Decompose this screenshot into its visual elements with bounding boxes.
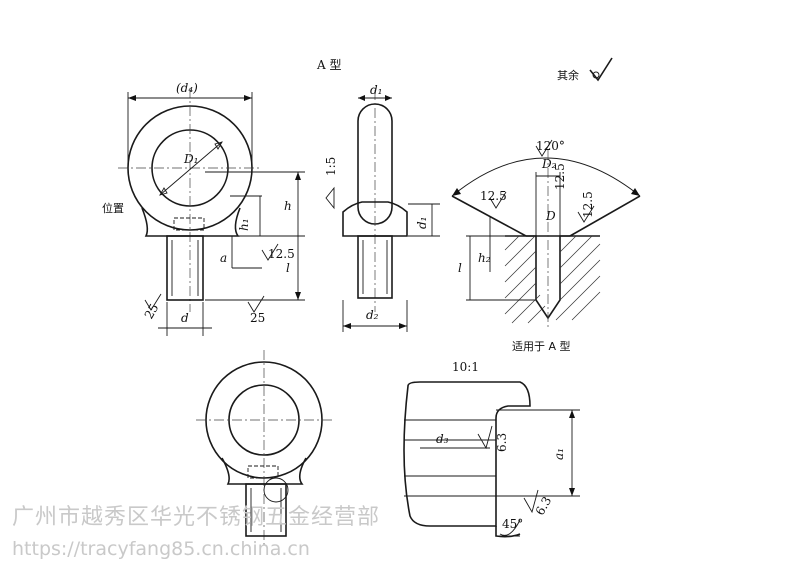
threaded-hole-section	[451, 139, 641, 330]
h1-label: h₁	[237, 218, 251, 231]
h2-label: h₂	[478, 251, 491, 265]
D2-label: D₂	[541, 157, 557, 171]
watermark-company: 广州市越秀区华光不锈钢五金经营部	[12, 505, 381, 530]
eyebolt-bottom-view	[196, 350, 334, 548]
roughness-6-3-a: 6.3	[495, 433, 509, 452]
d-label: d	[181, 311, 189, 325]
rest-finish-label: 其余	[557, 68, 579, 82]
d1-side-label: d₁	[415, 217, 429, 230]
d1-label: d₁	[370, 83, 383, 97]
position-label: 位置	[102, 201, 124, 215]
a1-label: a₁	[552, 448, 566, 460]
roughness-25-b: 25	[250, 311, 265, 325]
angle-45-label: 45°	[502, 517, 523, 531]
h-label: h	[284, 199, 292, 213]
d3-label: d₃	[436, 432, 449, 446]
roughness-12-5-b: 12.5	[553, 163, 567, 190]
roughness-12-5-c: 12.5	[480, 189, 507, 203]
D-label: D	[545, 209, 556, 223]
l-label: l	[286, 261, 290, 275]
eyebolt-front-view	[118, 88, 305, 336]
scale-label: 10:1	[452, 360, 479, 374]
type-a-label: A 型	[316, 58, 341, 72]
d4-label: (d₄)	[176, 81, 198, 95]
for-type-a-label: 适用于 A 型	[512, 339, 571, 353]
hatch-right	[555, 235, 601, 321]
a-label: a	[220, 251, 227, 265]
eyebolt-side-view	[325, 90, 440, 332]
roughness-12-5-a: 12.5	[268, 247, 295, 261]
roughness-symbol-icon	[589, 57, 613, 82]
watermark-url: https://tracyfang85.cn.china.cn	[12, 538, 310, 560]
D1-label: D₁	[183, 152, 198, 166]
l2-label: l	[458, 261, 462, 275]
taper-label: 1:5	[324, 157, 338, 176]
d2-label: d₂	[366, 308, 379, 322]
roughness-12-5-d: 12.5	[581, 191, 595, 218]
detail-view	[403, 381, 580, 538]
angle-120-label: 120°	[536, 139, 565, 153]
roughness-25-a: 25	[142, 301, 162, 321]
hatch-left	[504, 235, 546, 324]
